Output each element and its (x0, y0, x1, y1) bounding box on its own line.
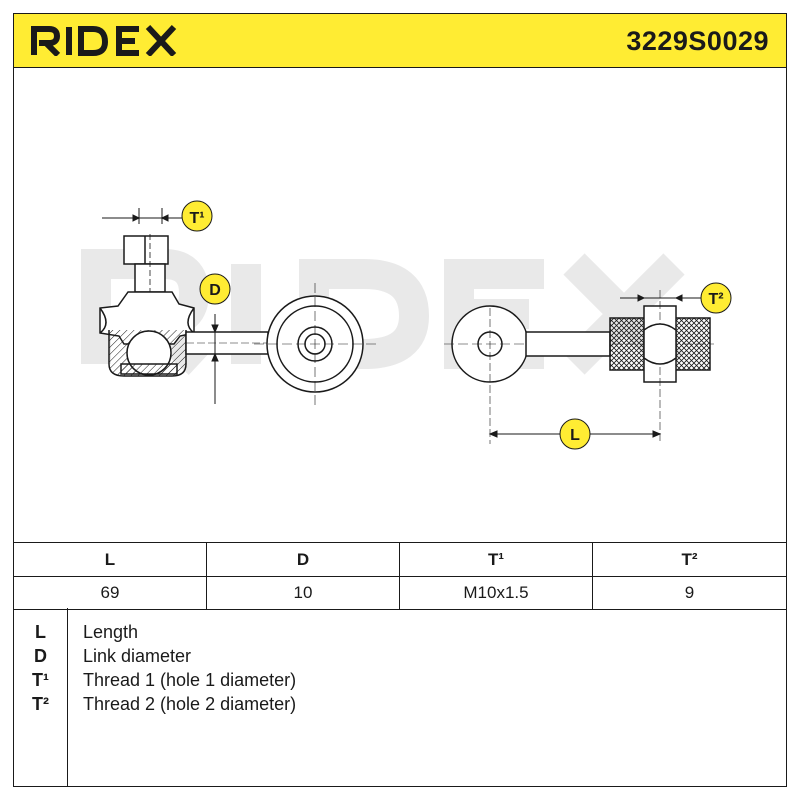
l-callout-label: L (570, 427, 580, 444)
spec-value-d: 10 (207, 577, 400, 609)
spec-header-l: L (14, 543, 207, 576)
t1-dimension (102, 214, 182, 222)
technical-drawing: T¹ D T² (81, 200, 732, 450)
spec-value-t1: M10x1.5 (400, 577, 593, 609)
legend: L Length D Link diameter T¹ Thread 1 (ho… (14, 608, 786, 786)
legend-key: D (34, 646, 47, 666)
datasheet: 3229S0029 (13, 13, 787, 787)
t1-callout-label: T¹ (189, 210, 204, 227)
legend-item-t2: T² Thread 2 (hole 2 diameter) (14, 692, 786, 716)
d-dimension (211, 314, 219, 404)
t2-callout-badge (700, 282, 732, 314)
t2-dimension (620, 294, 702, 302)
legend-key: L (35, 622, 46, 642)
spec-header-t2: T² (681, 549, 698, 569)
d-callout-label: D (209, 282, 221, 299)
legend-key: T¹ (32, 670, 49, 690)
t1-callout-badge (181, 200, 213, 232)
left-link-view (99, 208, 376, 405)
part-number: 3229S0029 (626, 26, 769, 56)
ridex-logo (31, 24, 177, 56)
right-link-view (444, 290, 714, 444)
legend-key: T² (32, 694, 49, 714)
d-callout-badge (199, 273, 231, 305)
spec-table: L D T¹ T² 69 10 M10x1.5 9 (14, 542, 786, 610)
spec-table-values: 69 10 M10x1.5 9 (14, 577, 786, 610)
spec-value-t2: 9 (684, 583, 695, 602)
header-bar: 3229S0029 (14, 14, 786, 68)
legend-text: Link diameter (83, 646, 192, 666)
legend-text: Thread 2 (hole 2 diameter) (83, 694, 297, 714)
legend-item-t1: T¹ Thread 1 (hole 1 diameter) (14, 668, 786, 692)
spec-value-l: 69 (14, 577, 207, 609)
legend-item-l: L Length (14, 620, 786, 644)
legend-divider (67, 608, 68, 786)
spec-header-t1: T¹ (400, 543, 593, 576)
spec-table-header: L D T¹ T² (14, 542, 786, 577)
legend-text: Thread 1 (hole 1 diameter) (83, 670, 297, 690)
l-callout-badge (559, 418, 591, 450)
spec-header-d: D (207, 543, 400, 576)
t2-callout-label: T² (708, 291, 723, 308)
legend-item-d: D Link diameter (14, 644, 786, 668)
legend-text: Length (83, 622, 139, 642)
